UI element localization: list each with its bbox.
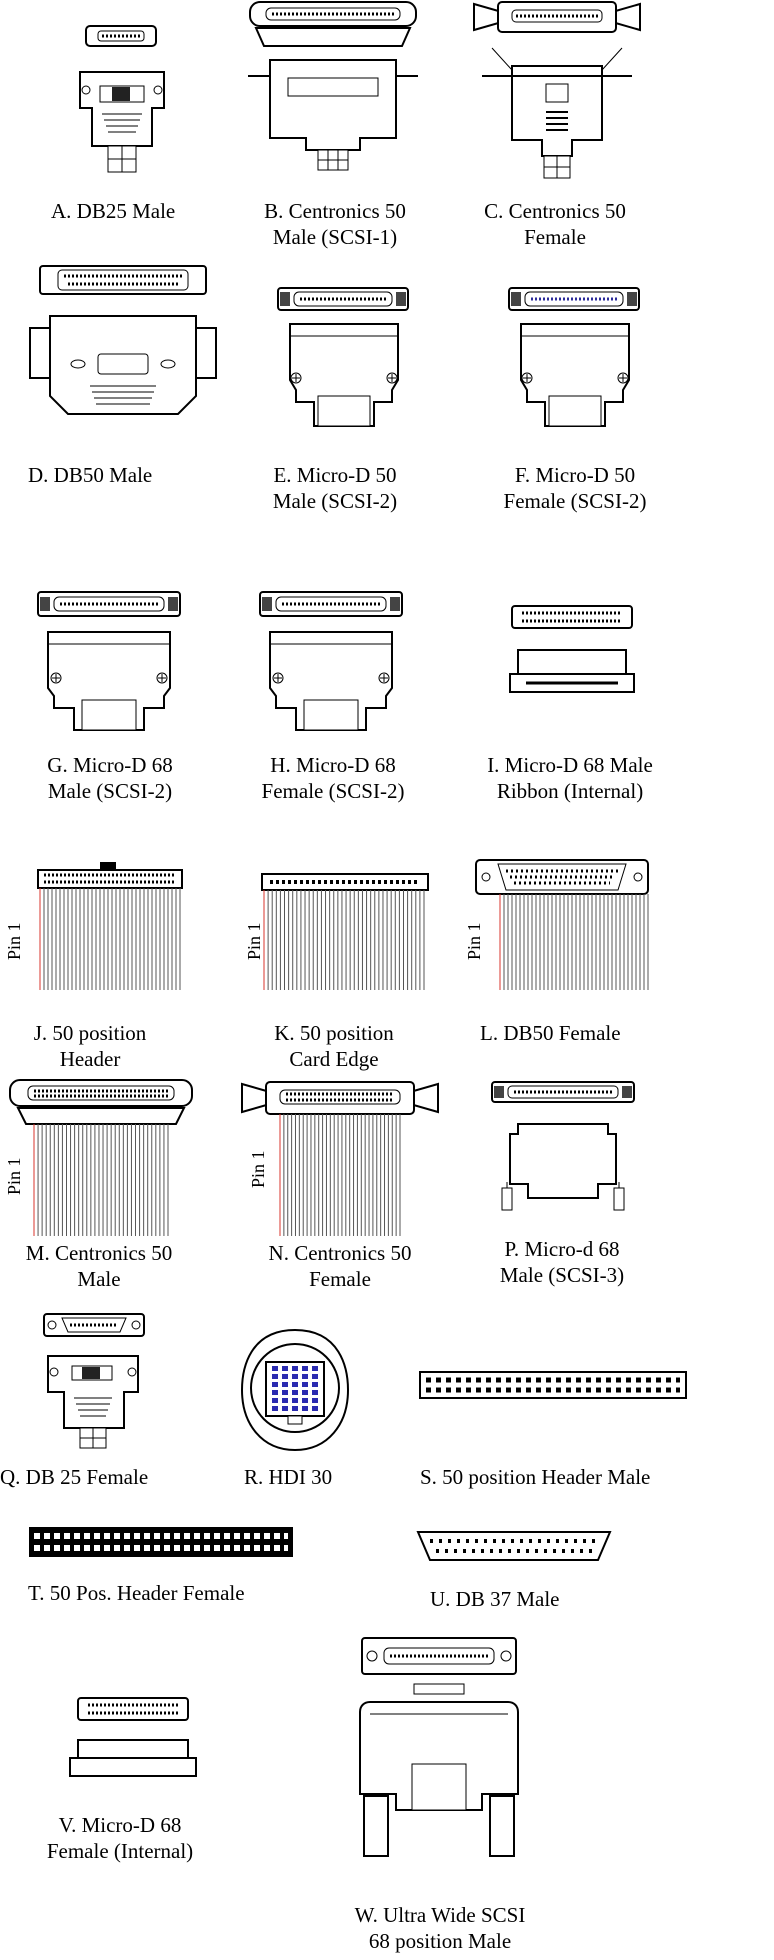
- micro-d-68-male-scsi3-drawing: [491, 1081, 635, 1211]
- db25-male-drawing: [79, 25, 165, 173]
- hdi-pin: [282, 1390, 288, 1395]
- micro-d-68-ribbon-drawing: [509, 605, 635, 693]
- pin1-label-l: Pin 1: [464, 922, 484, 960]
- hdi-pin: [312, 1406, 318, 1411]
- db37-male-drawing: [416, 1531, 612, 1561]
- hdi-pin: [312, 1398, 318, 1403]
- hdi-pin: [292, 1398, 298, 1403]
- micro-d-50-male-drawing: [277, 287, 409, 427]
- hdi-pin: [272, 1406, 278, 1411]
- micro-d-68-male-drawing: [37, 591, 181, 731]
- db50-female-ribbon-drawing: [475, 859, 649, 990]
- micro-d-68-female-internal-drawing: [69, 1697, 197, 1777]
- header-50-male-drawing: [419, 1371, 687, 1399]
- hdi-pin: [282, 1374, 288, 1379]
- hdi-pin: [272, 1398, 278, 1403]
- hdi-pin: [302, 1366, 308, 1371]
- centronics-50-male-ribbon-drawing: [9, 1079, 193, 1236]
- pin1-label-m: Pin 1: [4, 1157, 24, 1195]
- hdi-pin: [312, 1374, 318, 1379]
- ribbon-wires: [39, 888, 181, 990]
- ribbon-wires: [499, 894, 649, 990]
- ribbon-wires: [33, 1124, 169, 1236]
- hdi-pin: [302, 1406, 308, 1411]
- ultra-wide-scsi-68-male-drawing: [359, 1637, 519, 1857]
- hdi-pin: [272, 1374, 278, 1379]
- header-50-ribbon-drawing: [37, 862, 183, 990]
- hdi-pin: [272, 1366, 278, 1371]
- pin1-label-k: Pin 1: [244, 922, 264, 960]
- hdi-pin-grid: [272, 1366, 318, 1411]
- hdi-pin: [292, 1406, 298, 1411]
- card-edge-50-ribbon-drawing: [261, 873, 429, 990]
- hdi-pin: [302, 1374, 308, 1379]
- db50-male-drawing: [29, 265, 217, 415]
- ribbon-wires: [263, 890, 425, 990]
- hdi-pin: [282, 1406, 288, 1411]
- label-q: Q. DB 25 Female: [0, 1465, 149, 1489]
- micro-d-50-female-drawing: [508, 287, 640, 427]
- centronics-50-female-drawing: [473, 1, 641, 179]
- hdi-pin: [292, 1390, 298, 1395]
- db25-female-drawing: [43, 1313, 145, 1449]
- label-u: U. DB 37 Male: [430, 1587, 560, 1611]
- hdi-pin: [282, 1382, 288, 1387]
- hdi-pin: [292, 1382, 298, 1387]
- label-d: D. DB50 Male: [28, 463, 153, 487]
- header-50-female-drawing: [29, 1527, 293, 1557]
- hdi-pin: [272, 1390, 278, 1395]
- pin1-label-n: Pin 1: [248, 1150, 268, 1188]
- hdi30-drawing: [240, 1328, 350, 1452]
- label-a: A. DB25 Male: [51, 199, 176, 223]
- pin1-label-j: Pin 1: [4, 922, 24, 960]
- hdi-pin: [282, 1398, 288, 1403]
- micro-d-68-female-drawing: [259, 591, 403, 731]
- label-r: R. HDI 30: [244, 1465, 333, 1489]
- ribbon-wires: [279, 1114, 401, 1236]
- hdi-pin: [312, 1366, 318, 1371]
- hdi-pin: [292, 1374, 298, 1379]
- centronics-50-female-ribbon-drawing: [241, 1081, 439, 1236]
- hdi-pin: [272, 1382, 278, 1387]
- label-s: S. 50 position Header Male: [420, 1465, 651, 1489]
- hdi-pin: [302, 1382, 308, 1387]
- hdi-pin: [282, 1366, 288, 1371]
- hdi-pin: [302, 1398, 308, 1403]
- hdi-pin: [312, 1382, 318, 1387]
- label-t: T. 50 Pos. Header Female: [28, 1581, 245, 1605]
- label-l: L. DB50 Female: [480, 1021, 621, 1045]
- hdi-pin: [292, 1366, 298, 1371]
- centronics-50-male-scsi1-drawing: [248, 1, 418, 171]
- hdi-pin: [302, 1390, 308, 1395]
- hdi-pin: [312, 1390, 318, 1395]
